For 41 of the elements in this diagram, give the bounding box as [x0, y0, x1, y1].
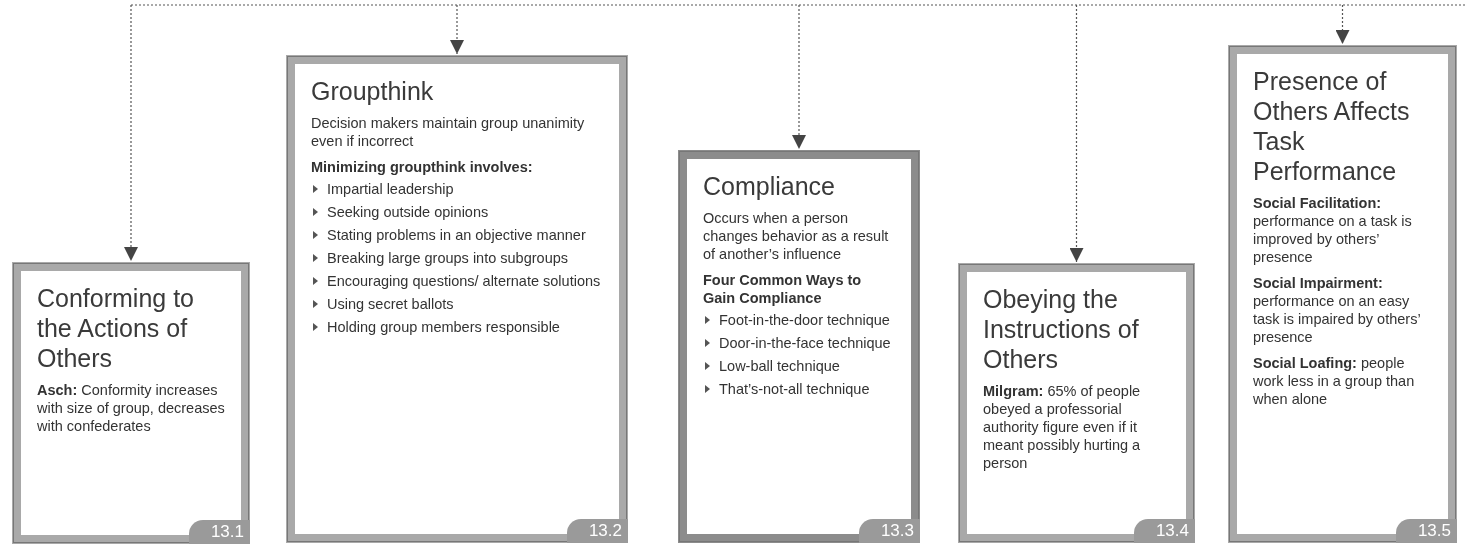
description-text: Asch: Conformity increases with size of group, decreases with confederates	[37, 381, 226, 435]
topic-card	[958, 263, 1195, 543]
card-title: Groupthink	[311, 76, 435, 106]
description-text: Occurs when a person changes behavior as a result of another’s influence	[703, 209, 890, 263]
section-number-tab: 13.4	[1133, 519, 1195, 543]
section-number-tab: 13.5	[1395, 519, 1457, 543]
topic-card	[1228, 45, 1457, 543]
description-text: Social Impairment: performance on an easy task is impaired by others’ presence	[1253, 274, 1422, 346]
list-item: Breaking large groups into subgroups	[327, 249, 568, 267]
list-item: Holding group members responsible	[327, 318, 560, 336]
list-heading: Four Common Ways to Gain Compliance	[703, 271, 863, 307]
topic-card	[678, 150, 920, 543]
card-title: Compliance	[703, 171, 836, 201]
connector-line	[130, 4, 1466, 6]
description-text: Decision makers maintain group unanimity even if incorrect	[311, 114, 586, 150]
arrow	[1335, 4, 1350, 45]
topic-card	[12, 262, 250, 544]
card-title: Presence of Others Affects Task Performance	[1253, 66, 1411, 186]
arrow	[450, 4, 464, 55]
section-number-tab: 13.3	[858, 519, 920, 543]
list-item: Using secret ballots	[327, 295, 454, 313]
topic-card	[286, 55, 628, 543]
card-title: Conforming to the Actions of Others	[37, 283, 196, 373]
list-item: Impartial leadership	[327, 180, 454, 198]
list-item: Seeking outside opinions	[327, 203, 489, 221]
section-number-tab: 13.1	[188, 520, 250, 544]
list-item: Stating problems in an objective manner	[327, 226, 586, 244]
description-text: Social Facilitation: performance on a task is improved by others’ presence	[1253, 194, 1413, 266]
arrow	[124, 4, 138, 262]
list-item: Foot-in-the-door technique	[719, 311, 890, 329]
card-title: Obeying the Instructions of Others	[983, 284, 1140, 374]
list-heading: Minimizing groupthink involves:	[311, 158, 534, 176]
list-item: Low-ball technique	[719, 357, 840, 375]
list-item: Door-in-the-face technique	[719, 334, 891, 352]
description-text: Social Loafing: people work less in a group than when alone	[1253, 354, 1416, 408]
arrow	[1069, 4, 1084, 263]
description-text: Milgram: 65% of people obeyed a professorial authority figure even if it meant possibly hurting a person	[983, 382, 1142, 472]
list-item: Encouraging questions/ alternate solutions	[327, 272, 601, 290]
list-item: That’s-not-all technique	[719, 380, 870, 398]
arrow	[792, 4, 806, 150]
section-number-tab: 13.2	[566, 519, 628, 543]
